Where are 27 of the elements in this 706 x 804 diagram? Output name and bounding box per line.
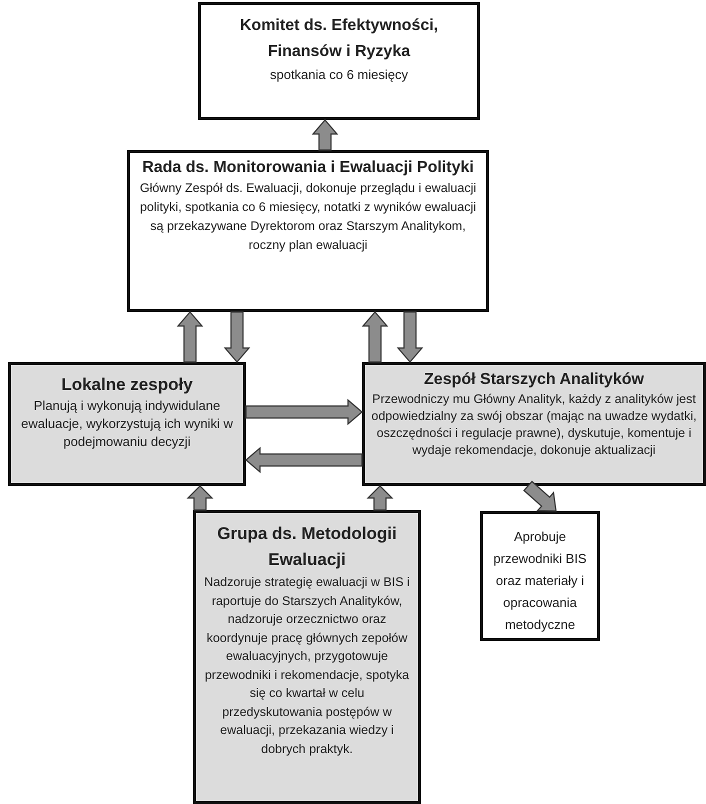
block-arrow xyxy=(245,398,363,426)
block-arrow xyxy=(245,446,363,474)
process-box xyxy=(193,510,421,804)
box-text: Nadzoruje strategię ewaluacji w BIS i raportuje do Starszych Analityków, nadzoruje orzecznictwo oraz koordynuje pracę głównych zepołów ewaluacyjnych, przygotowuje przewodniki i rekomendacje, spotyka się co kwartał w celu przedyskutowania postępów w ewaluacji, przekazania wiedzy i dobrych praktyk. xyxy=(203,574,411,758)
block-arrow xyxy=(523,480,557,512)
block-arrow xyxy=(396,311,424,363)
box-text: Przewodniczy mu Główny Analityk, każdy z analityków jest odpowiedzialny za swój obszar (mając na uwadze wydatki, oszczędności i regulacje prawne), dyskutuje, komentuje i wydaje rekomendacje, dokonuje aktualizacji xyxy=(370,391,698,459)
box-text: Główny Zespół ds. Ewaluacji, dokonuje przeglądu i ewaluacji polityki, spotkania co 6 miesięcy, notatki z wyników ewaluacji są przekazywane Dyrektorom oraz Starszym Analitykom, roczny plan ewaluacji xyxy=(138,180,478,254)
box-heading: Lokalne zespoły xyxy=(61,374,193,396)
block-arrow xyxy=(224,311,250,363)
block-arrow xyxy=(186,485,214,511)
block-arrow xyxy=(176,311,204,363)
process-box xyxy=(127,150,489,312)
process-box xyxy=(8,362,246,486)
box-text: Aprobuje przewodniki BIS oraz materiały i opracowania metodyczne xyxy=(492,528,588,634)
box-text: Planują i wykonują indywidulane ewaluacje, wykorzystują ich wyniki w podejmowaniu decyzji xyxy=(20,397,234,451)
block-arrow xyxy=(362,311,388,363)
process-box xyxy=(480,511,600,641)
process-box xyxy=(198,2,480,120)
process-box xyxy=(362,362,706,486)
block-arrow xyxy=(366,485,394,511)
box-text: spotkania co 6 miesięcy xyxy=(270,66,408,84)
block-arrow xyxy=(312,119,338,151)
box-heading: Zespół Starszych Analityków xyxy=(424,370,644,390)
box-heading: Komitet ds. Efektywności, Finansów i Ryzyka xyxy=(238,16,440,62)
box-heading: Rada ds. Monitorowania i Ewaluacji Polityki xyxy=(142,158,474,178)
box-heading: Grupa ds. Metodologii Ewaluacji xyxy=(216,523,398,571)
